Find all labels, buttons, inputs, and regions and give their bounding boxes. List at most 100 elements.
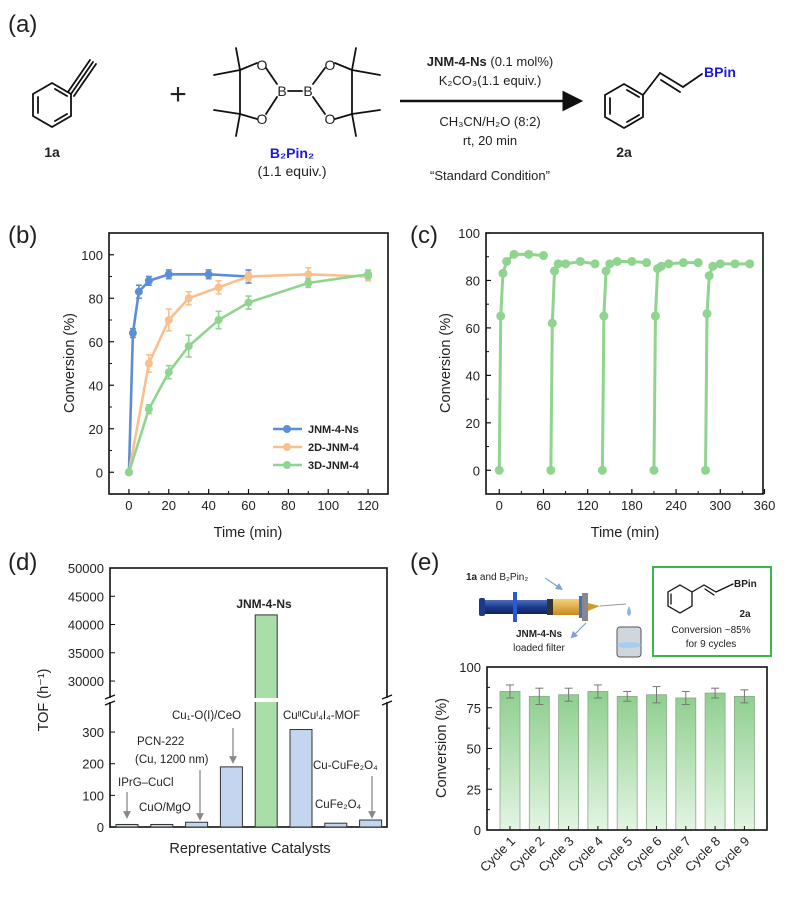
x-tick-label: 180 [621, 498, 643, 513]
y-tick-label: 100 [459, 660, 481, 675]
data-point [627, 256, 637, 266]
data-point [128, 329, 137, 338]
data-point [144, 359, 153, 368]
data-point [650, 311, 660, 321]
bar-3 [219, 766, 243, 828]
catalyst-loading: (0.1 mol%) [490, 54, 553, 69]
data-point [656, 261, 666, 271]
y-tick-label: 0 [473, 463, 480, 478]
temperature-time-condition: rt, 20 min [463, 133, 517, 148]
catalyst-name: JNM-4-Ns [427, 54, 487, 69]
y-tick-label: 100 [458, 226, 480, 241]
y-tick-label: 60 [89, 335, 103, 350]
y-tick-label: 30000 [68, 674, 104, 689]
bar-7 [359, 819, 383, 828]
data-point [664, 259, 674, 269]
bar-annotation: IPrG–CuCl [118, 777, 174, 789]
data-point [730, 259, 740, 269]
y-axis-title: Conversion (%) [438, 313, 454, 413]
axis-break-mark [104, 700, 116, 706]
axis-break-mark [381, 694, 393, 700]
bar-cycle-5 [616, 695, 638, 831]
x-tick-label: 60 [536, 498, 550, 513]
data-point [702, 309, 712, 319]
x-tick-label: 80 [281, 498, 295, 513]
bar-cycle-9 [734, 695, 755, 831]
x-tick-label: 240 [665, 498, 687, 513]
axis-break-gap [104, 698, 393, 702]
data-point [678, 258, 688, 268]
y-tick-label: 40 [89, 378, 103, 393]
syringe-feed-label: 1a and B₂Pin₂ [466, 572, 528, 583]
data-point [642, 258, 652, 268]
data-point [561, 259, 571, 269]
inset-product-label: 2a [739, 609, 751, 620]
y-tick-label: 0 [97, 820, 104, 835]
standard-condition-label: “Standard Condition” [430, 168, 550, 183]
legend-label: JNM-4-Ns [308, 424, 359, 436]
b2pin2-structure: O O O O B B [213, 47, 381, 137]
y-tick-label: 80 [89, 291, 103, 306]
x-axis-title: Representative Catalysts [169, 841, 330, 857]
y-axis-title: Conversion (%) [62, 313, 78, 413]
plot-frame [485, 232, 764, 495]
data-point [502, 256, 512, 266]
boron-atom: B [277, 83, 286, 99]
data-point [244, 272, 253, 281]
x-tick-label: 120 [357, 498, 379, 513]
filter-catalyst-label: JNM-4-Ns [516, 629, 563, 640]
bar-6 [324, 822, 348, 828]
boron-atom: B [303, 83, 312, 99]
flow-syringe-illustration [479, 577, 642, 658]
data-point [745, 259, 755, 269]
oxygen-atom: O [325, 57, 336, 73]
panel-label-a: (a) [8, 11, 37, 38]
y-tick-label: 0 [96, 465, 103, 480]
bar-annotation: CuᴵᴵCuᴵ₄I₄-MOF [283, 710, 360, 722]
legend-label: 2D-JNM-4 [308, 442, 360, 454]
data-point [708, 261, 718, 271]
data-point [164, 316, 173, 324]
data-point [164, 368, 173, 377]
data-point [144, 405, 153, 414]
data-point [693, 258, 703, 268]
x-tick-label: 100 [317, 498, 339, 513]
data-point [601, 266, 611, 276]
x-axis-title: Time (min) [591, 525, 660, 541]
y-tick-label: 300 [82, 725, 104, 740]
data-point [612, 256, 622, 266]
inset-cycles-text: for 9 cycles [686, 639, 737, 650]
bar-4 [254, 614, 278, 828]
product-2a-label: 2a [616, 144, 632, 160]
data-point [550, 266, 560, 276]
y-tick-label: 0 [474, 823, 481, 838]
data-point [547, 318, 557, 328]
series-line-2d-jnm-4 [127, 273, 369, 473]
vinylboronate-structure [604, 72, 703, 130]
bar-1 [150, 823, 174, 828]
data-point [599, 311, 609, 321]
y-tick-label: 100 [82, 788, 104, 803]
inset-conversion-text: Conversion ~85% [671, 625, 750, 636]
x-tick-label: 0 [496, 498, 503, 513]
axis-break-mark [381, 700, 393, 706]
x-tick-label: 60 [241, 498, 255, 513]
oxygen-atom: O [257, 57, 268, 73]
x-tick-label: 0 [125, 498, 132, 513]
data-point [214, 283, 223, 292]
catalyst-condition: JNM-4-Ns (0.1 mol%) [427, 54, 553, 69]
y-axis-title: TOF (h⁻¹) [36, 669, 52, 732]
y-tick-label: 20 [89, 422, 103, 437]
legend-marker [283, 461, 291, 469]
data-point [498, 268, 508, 278]
bar-annotation: Cu₁-O(I)/CeO [172, 710, 241, 722]
data-point [524, 249, 534, 259]
data-point [184, 294, 193, 303]
panel-label-d: (d) [8, 549, 37, 576]
y-tick-label: 50000 [68, 561, 104, 576]
plus-sign: + [169, 78, 187, 111]
data-point [597, 465, 607, 475]
